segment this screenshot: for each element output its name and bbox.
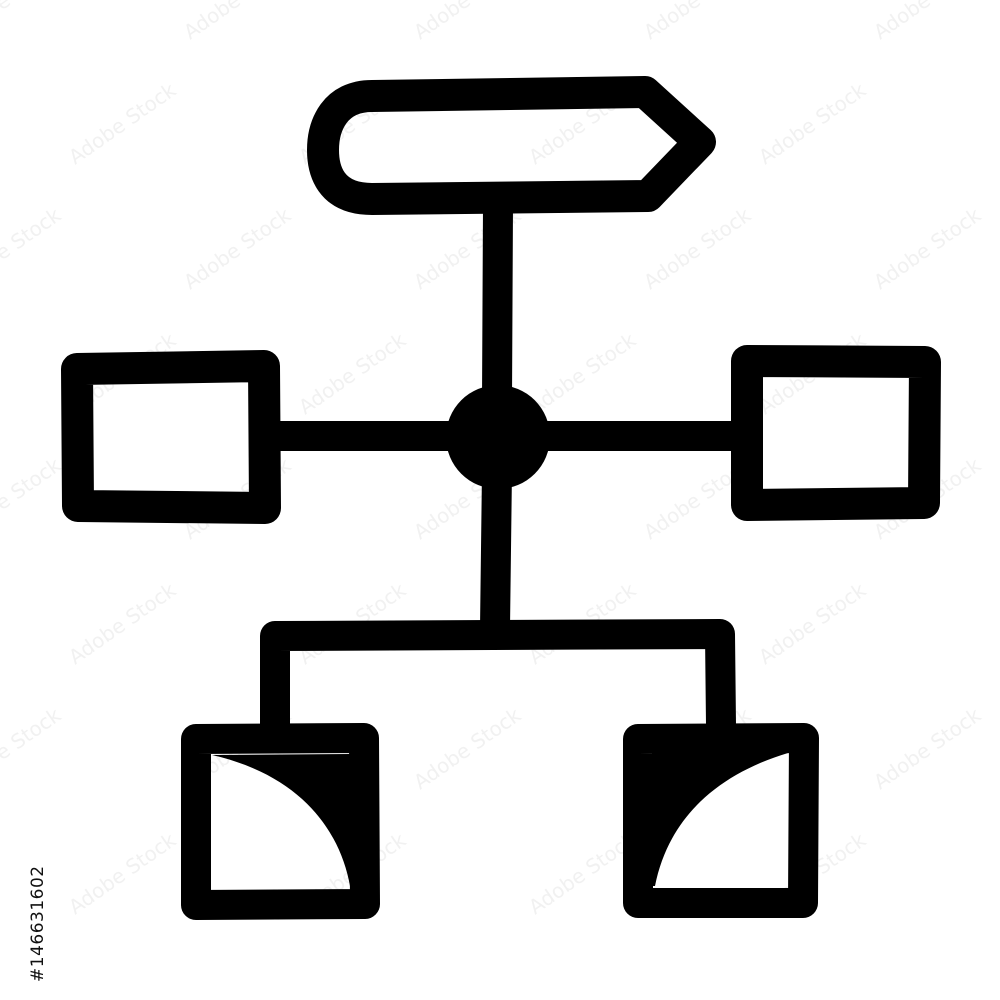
watermark-text: Adobe Stock <box>639 203 755 295</box>
bottom-left-box-node <box>181 723 380 920</box>
watermark-text: Adobe Stock <box>869 203 985 295</box>
watermark-text: Adobe Stock <box>754 578 870 670</box>
top-tag-shape <box>307 76 716 215</box>
watermark-text: Adobe Stock <box>524 328 640 420</box>
bottom-right-box-node <box>623 723 819 918</box>
bottom-left-box-fill <box>212 754 350 886</box>
right-box-node <box>731 345 941 521</box>
top-vertical-connector <box>482 190 513 415</box>
branch-connector <box>260 619 736 740</box>
watermark-text: Adobe Stock <box>179 0 295 44</box>
bottom-right-box-fill <box>652 753 788 886</box>
watermark-text: Adobe Stock <box>0 453 66 545</box>
left-box-node <box>61 350 281 524</box>
watermark-text: Adobe Stock <box>754 78 870 170</box>
watermark-text: Adobe Stock <box>64 828 180 920</box>
bottom-vertical-connector <box>480 455 512 643</box>
watermark-text: Adobe Stock <box>0 703 66 795</box>
watermark-text: Adobe Stock <box>179 203 295 295</box>
watermark-text: Adobe Stock <box>639 0 755 44</box>
watermark-text: Adobe Stock <box>869 703 985 795</box>
watermark-text: Adobe Stock <box>0 0 66 44</box>
watermark-text: Adobe Stock <box>64 578 180 670</box>
watermark-text: Adobe Stock <box>409 703 525 795</box>
watermark-text: Adobe Stock <box>869 0 985 44</box>
watermark-text: Adobe Stock <box>409 0 525 44</box>
stock-id-label: #146631602 <box>28 865 48 982</box>
watermark-text: Adobe Stock <box>0 203 66 295</box>
center-hub-node <box>446 385 550 489</box>
watermark-text: Adobe Stock <box>294 328 410 420</box>
hierarchy-flowchart-icon <box>61 76 941 920</box>
watermark-text: Adobe Stock <box>64 78 180 170</box>
